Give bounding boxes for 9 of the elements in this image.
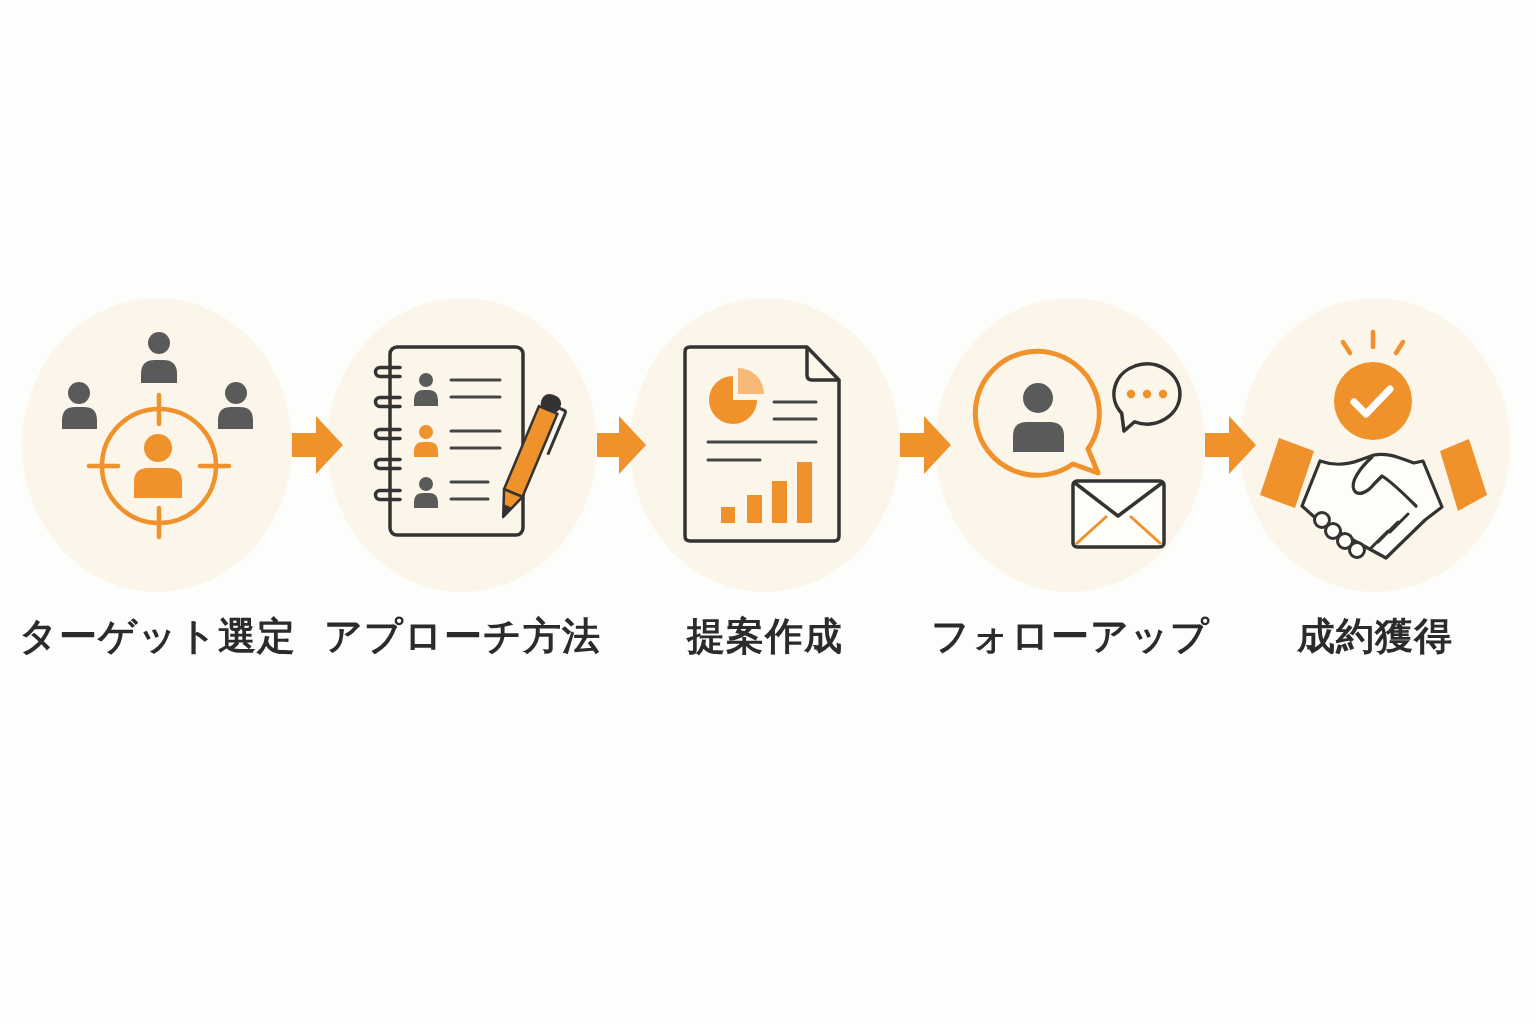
arrow (292, 416, 343, 474)
step-label: フォローアップ (930, 613, 1210, 659)
step-label: 提案作成 (687, 613, 843, 659)
step-label: ターゲット選定 (18, 613, 296, 659)
arrow (597, 416, 646, 474)
step-label: 成約獲得 (1297, 613, 1453, 659)
arrow (1205, 416, 1256, 474)
step-label: アプローチ方法 (323, 613, 601, 659)
arrow (900, 416, 951, 474)
